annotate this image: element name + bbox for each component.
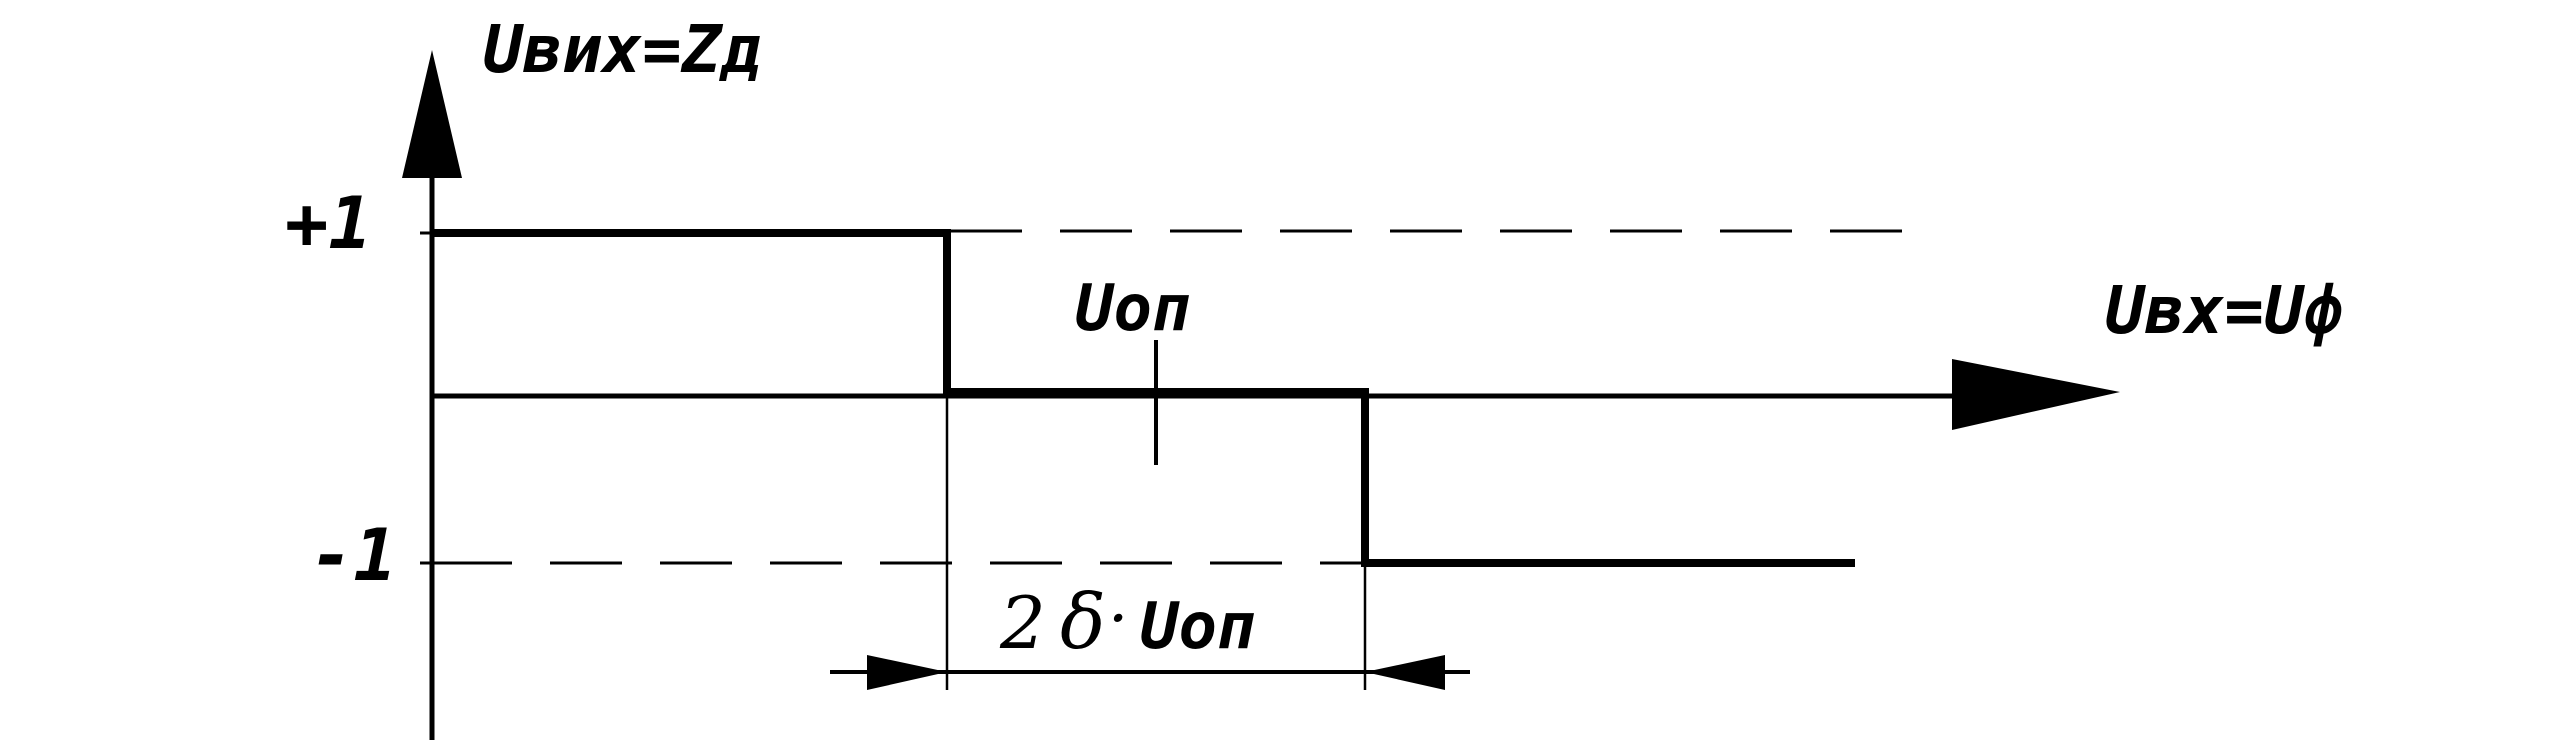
dimension-arrow-left — [867, 655, 947, 690]
dimension-label-reference: Uоп — [1140, 590, 1256, 664]
y-axis-label: Uвих=Zд — [483, 11, 761, 88]
x-axis-label: Uвх=Uф — [2105, 272, 2343, 349]
dimension-label-factor: 2 — [999, 581, 1046, 665]
y-axis — [402, 50, 462, 740]
level-low-label: -1 — [310, 513, 397, 597]
dimension-label: 2 δ · Uоп — [999, 577, 1256, 666]
reference-label: Uоп — [1075, 272, 1191, 346]
y-axis-arrowhead — [402, 50, 462, 178]
dimension-2delta — [830, 655, 1470, 690]
x-axis-arrowhead — [1952, 359, 2120, 430]
dimension-label-dot: · — [1108, 582, 1128, 656]
dimension-arrow-right — [1365, 655, 1445, 690]
dimension-label-delta: δ — [1060, 577, 1106, 666]
level-high-label: +1 — [285, 181, 372, 265]
